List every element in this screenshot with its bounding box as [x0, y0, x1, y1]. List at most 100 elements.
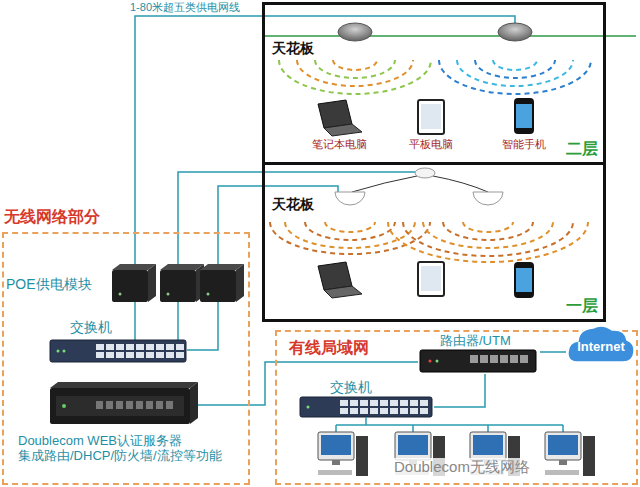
wireless-cabling: [190, 404, 248, 406]
floor-label: 一层: [566, 296, 598, 315]
wifi-wave: [423, 222, 553, 248]
floor1-cabling: [218, 172, 488, 264]
switch-device: [50, 340, 186, 362]
poe-module: [112, 264, 244, 302]
wireless-cabling: [177, 258, 179, 264]
lan-cabling: [562, 425, 564, 432]
tablet-icon: [421, 104, 441, 129]
floor2-cabling: [265, 16, 515, 23]
floor-box: 天花板一层: [262, 162, 606, 322]
server-device: [50, 388, 190, 424]
floor1-cabling: [218, 186, 262, 264]
wireless-cabling: [187, 302, 218, 350]
cable-connector: [434, 374, 485, 407]
access-point: [473, 192, 503, 205]
section-title: 无线网络部分: [4, 207, 100, 226]
cable-label: 1-80米超五类供电网线: [128, 1, 242, 14]
server-device: [56, 396, 184, 416]
router-device: [420, 350, 536, 372]
device-label: 路由器/UTM: [440, 333, 511, 349]
wifi-wave: [325, 222, 375, 232]
switch-device: [63, 350, 66, 353]
desktop-pc: [545, 432, 581, 460]
lan-cabling: [365, 417, 367, 425]
device-label: 交换机: [330, 379, 372, 396]
desktop-pc: [545, 470, 579, 475]
section-title: 有线局域网: [289, 338, 369, 357]
wireless-cabling: [134, 302, 136, 308]
phone-icon: [514, 98, 534, 298]
internet-cloud: Internet: [566, 322, 636, 364]
laptop-icon: [324, 286, 362, 298]
device-label: Doublecom WEB认证服务器 集成路由/DHCP/防火墙/流控等功能: [18, 434, 233, 464]
ceiling-label: 天花板: [272, 196, 314, 213]
device-caption: 智能手机: [502, 138, 548, 153]
laptop-icon: [318, 100, 352, 128]
device-caption: 平板电脑: [409, 138, 453, 151]
access-point: [338, 23, 372, 41]
desktop-pc: [318, 432, 595, 476]
desktop-pc: [398, 435, 428, 455]
wifi-wave: [279, 60, 431, 94]
floor-box: 天花板二层笔记本电脑平板电脑智能手机: [262, 2, 606, 165]
lan-cabling: [487, 425, 489, 432]
wifi-wave: [297, 60, 413, 86]
wifi-wave: [439, 60, 591, 94]
server-device: [96, 401, 176, 411]
tablet-icon: [418, 262, 444, 296]
wifi-wave: [285, 222, 415, 248]
desktop-pc: [356, 436, 368, 476]
server-device: [190, 382, 198, 424]
wifi-wave: [305, 222, 395, 240]
cable-connector: [134, 308, 136, 318]
cloud-label: Internet: [577, 339, 625, 355]
device-caption: 笔记本电脑: [312, 138, 367, 151]
router-device: [420, 350, 536, 372]
poe-module: [167, 293, 170, 296]
device-caption: 笔记本电脑: [312, 138, 369, 153]
desktop-pc: [583, 436, 595, 476]
device-caption: 平板电脑: [409, 138, 455, 153]
floor1-cabling: [352, 176, 417, 192]
wifi-wave: [493, 60, 537, 70]
floor1-cabling: [433, 176, 488, 192]
wifi-wave: [315, 60, 395, 78]
cable-connector: [540, 351, 566, 353]
access-point: [335, 192, 365, 205]
switch-device: [57, 350, 60, 353]
wifi-wave: [270, 222, 430, 254]
desktop-pc: [332, 460, 340, 465]
phone-icon: [514, 98, 534, 134]
desktop-pc: [548, 435, 578, 455]
desktop-pc: [318, 470, 352, 475]
wireless-cabling: [177, 302, 179, 340]
desktop-pc: [559, 460, 567, 465]
watermark: Doublecom无线网络: [392, 458, 532, 476]
server-device: [50, 382, 198, 424]
wifi-wave: [463, 222, 513, 232]
poe-module: [200, 270, 236, 302]
switch-device: [307, 406, 310, 409]
device-label: POE供电模块: [6, 276, 92, 293]
poe-module: [236, 264, 244, 302]
tablet-icon: [418, 100, 444, 296]
switch-device: [340, 400, 428, 414]
router-device: [429, 360, 432, 363]
switch-device: [96, 344, 184, 358]
desktop-pc: [470, 432, 506, 460]
router-box: 路由器/UTM: [418, 332, 540, 374]
floor2-cabling: [265, 16, 636, 36]
tablet-icon: [421, 266, 441, 291]
poe-module: [207, 293, 210, 296]
lan-cabling: [336, 424, 563, 426]
device-label: 交换机: [70, 319, 112, 336]
wifi-wave: [475, 60, 555, 78]
poe-module-group: POE供电模块: [4, 258, 244, 308]
access-point: [335, 168, 503, 205]
cable-connector: [135, 16, 262, 258]
wifi-wave: [279, 60, 591, 94]
section-box: 无线网络部分POE供电模块交换机Doublecom WEB认证服务器 集成路由/…: [2, 232, 250, 485]
floor-label: 二层: [566, 139, 598, 158]
